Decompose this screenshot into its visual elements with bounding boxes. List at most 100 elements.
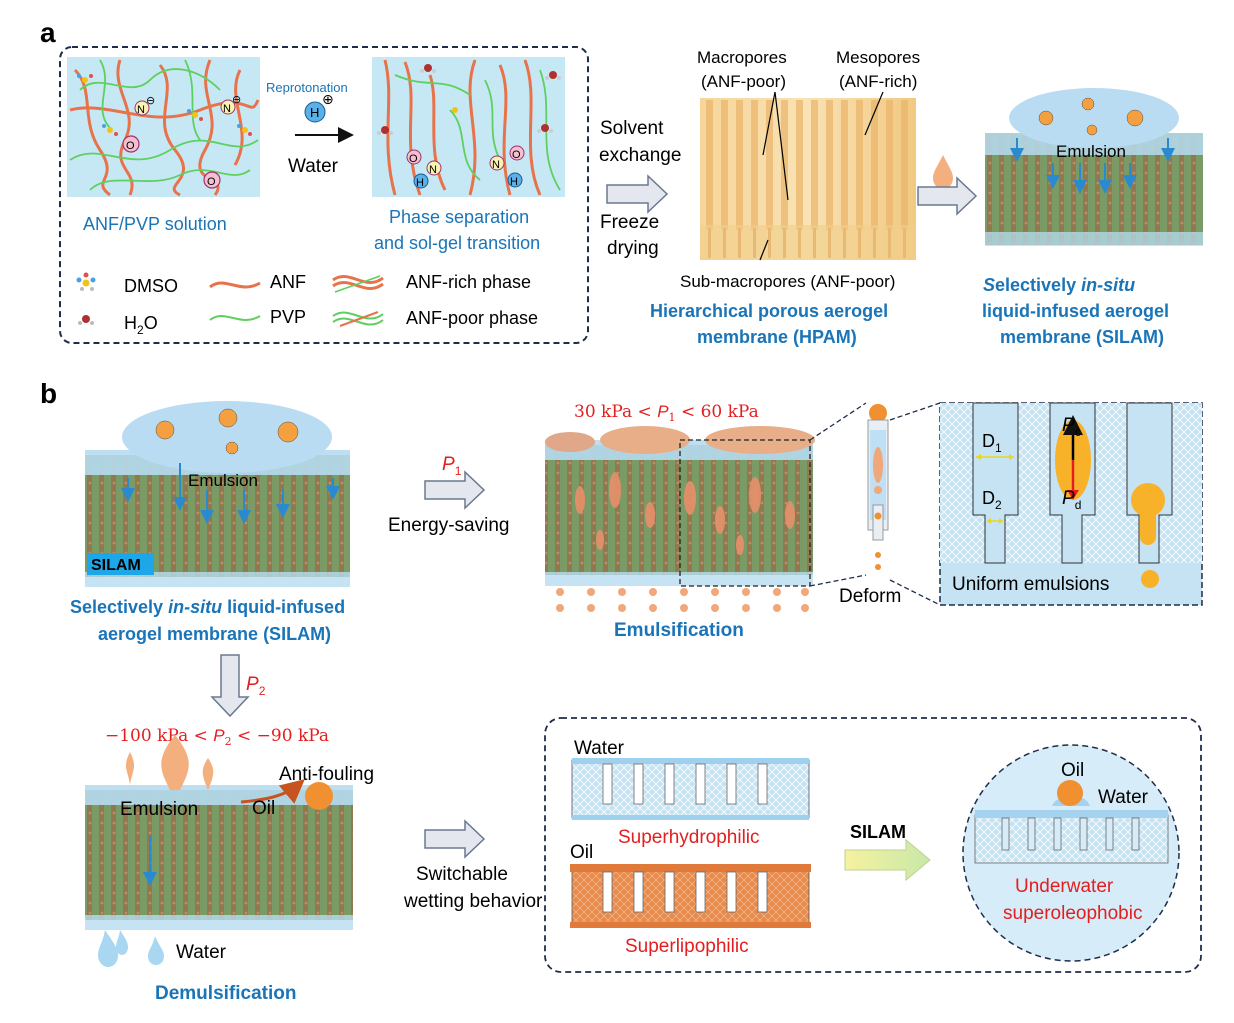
underwater-label-2: superoleophobic — [1003, 903, 1142, 924]
water-label-wetting: Water — [574, 738, 625, 759]
n-minus-atom-2: N ⊖ — [220, 94, 241, 115]
hpam-column — [871, 100, 878, 230]
d2-label: D2 — [982, 488, 1002, 512]
zoom-line-4 — [889, 579, 941, 606]
panel-a-label: a — [40, 17, 56, 48]
macropores-pointer-2 — [774, 91, 789, 201]
phase-separation-caption-1: Phase separation — [389, 207, 529, 227]
mesopores-label-2: (ANF-rich) — [839, 72, 917, 91]
svg-text:O: O — [409, 153, 418, 165]
svg-text:H: H — [510, 176, 518, 188]
silam-caption-2: liquid-infused aerogel — [982, 301, 1169, 321]
p1-label: P1 — [442, 454, 462, 478]
hpam-column — [841, 100, 848, 230]
underwater-circle — [962, 744, 1180, 962]
emulsion-label-b: Emulsion — [188, 471, 258, 490]
hpam-column — [766, 100, 773, 230]
svg-text:H: H — [310, 105, 319, 120]
emulsification-caption: Emulsification — [614, 620, 744, 641]
pc-label: Pc — [1062, 415, 1081, 439]
underwater-label-1: Underwater — [1015, 876, 1114, 897]
svg-text:N: N — [492, 159, 500, 171]
silam-arrow-label: SILAM — [850, 822, 906, 842]
n-minus-atom: N ⊖ — [134, 95, 155, 116]
water-label-demul: Water — [176, 942, 227, 963]
p1-range: 30 kPa < P1 < 60 kPa — [574, 402, 759, 424]
switchable-label-1: Switchable — [416, 864, 508, 885]
p2-label: P2 — [246, 674, 266, 698]
energy-saving-label: Energy-saving — [388, 515, 509, 536]
emulsion-label-a: Emulsion — [1056, 142, 1126, 161]
silam-tag: SILAM — [91, 557, 141, 574]
wetting-dashed-box — [544, 717, 1202, 973]
atom-n-sup: ⊖ — [146, 95, 155, 107]
silam-gradient-arrow — [844, 838, 931, 882]
svg-text:N: N — [429, 164, 437, 176]
oil-label-wetting: Oil — [570, 842, 593, 863]
p2-range: −100 kPa < P2 < −90 kPa — [105, 726, 329, 748]
uniform-emulsions-label: Uniform emulsions — [952, 574, 1109, 595]
hpam-column — [721, 100, 728, 230]
macropores-pointer-1 — [762, 91, 776, 156]
emulsification-membrane — [545, 426, 815, 587]
hpam-column — [751, 100, 758, 230]
hpam-column — [901, 100, 908, 230]
superhydrophilic-illustration — [571, 758, 810, 820]
zoom-line-2 — [809, 574, 867, 587]
svg-text:O: O — [207, 176, 216, 188]
hpam-to-silam-arrow — [917, 176, 978, 216]
solvent-exchange-arrow — [606, 174, 669, 214]
macropores-label-1: Macropores — [697, 48, 787, 67]
freeze-drying-2: drying — [607, 238, 659, 259]
submacropores-pointer — [759, 239, 769, 261]
legend-anf: ANF — [270, 272, 306, 292]
legend-h2o: H2O — [124, 313, 158, 337]
mesopores-label-1: Mesopores — [836, 48, 920, 67]
silam-caption-3: membrane (SILAM) — [1000, 327, 1164, 347]
o-atom-2: O — [203, 171, 221, 189]
oil-label-demul: Oil — [252, 798, 275, 819]
hpam-caption-1: Hierarchical porous aerogel — [650, 301, 888, 321]
pd-label: Pd — [1062, 488, 1081, 512]
silam-b-caption-1: Selectively in-situ liquid-infused — [70, 597, 345, 617]
circle-oil-label: Oil — [1061, 760, 1084, 781]
silam-membrane-b — [85, 401, 350, 587]
h-plus-icon: H ⊕ — [304, 91, 334, 123]
panel-b-label: b — [40, 378, 57, 409]
phase-separation-caption-2: and sol-gel transition — [374, 233, 540, 253]
legend-anf-rich: ANF-rich phase — [406, 272, 531, 292]
atom-n-label: N — [137, 104, 145, 116]
anti-fouling-label: Anti-fouling — [279, 764, 374, 785]
svg-text:O: O — [126, 140, 135, 152]
legend-dmso-icon — [76, 272, 96, 291]
svg-text:⊕: ⊕ — [322, 91, 334, 107]
phase-atoms: O N H O N H — [406, 145, 525, 189]
legend-pvp-line — [209, 315, 261, 321]
hpam-column — [706, 100, 713, 230]
legend-anf-line — [209, 281, 261, 289]
legend-anf-poor-icon — [332, 311, 384, 327]
hpam-illustration — [700, 98, 916, 260]
legend-dmso: DMSO — [124, 276, 178, 296]
oil-droplet-icon — [933, 155, 953, 189]
reprotonation-label: Reprotonation — [266, 80, 348, 95]
solvent-exchange-2: exchange — [599, 145, 681, 166]
legend-anf-poor: ANF-poor phase — [406, 308, 538, 328]
demulsification-membrane — [85, 735, 353, 967]
superlipophilic-illustration — [570, 864, 811, 928]
silam-caption-1: Selectively in-situ — [983, 275, 1135, 295]
legend-h2o-icon — [78, 315, 94, 325]
svg-text:⊖: ⊖ — [232, 94, 241, 106]
hpam-column — [856, 100, 863, 230]
silam-tag-bg — [87, 553, 154, 575]
demulsification-caption: Demulsification — [155, 983, 296, 1004]
zoom-line-1 — [809, 402, 867, 441]
hpam-column — [826, 100, 833, 230]
o-atom: O — [122, 135, 140, 153]
p2-arrow — [210, 654, 250, 718]
submacropores-label: Sub-macropores (ANF-poor) — [680, 272, 895, 291]
silam-membrane-a — [985, 88, 1203, 246]
superlipophilic-label: Superlipophilic — [625, 936, 749, 957]
legend-anf-rich-icon — [332, 275, 384, 293]
svg-text:H: H — [416, 177, 424, 189]
